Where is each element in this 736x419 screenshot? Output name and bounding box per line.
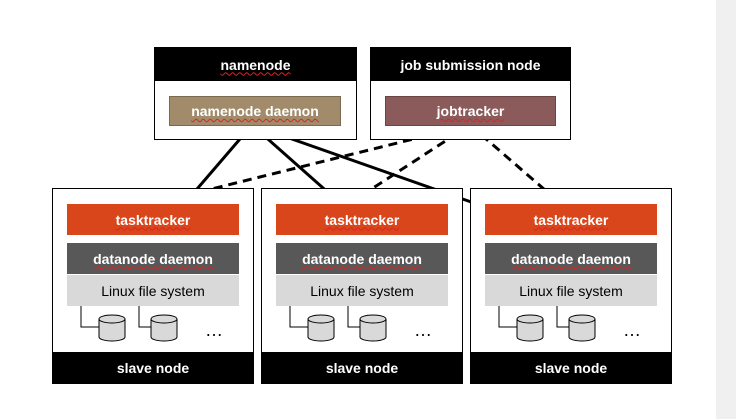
slave-node-3-footer: slave node: [471, 352, 671, 383]
disk-group-2: [289, 306, 387, 342]
ellipsis-1: …: [205, 320, 224, 340]
tasktracker-3-label: tasktracker: [533, 211, 609, 228]
namenode-daemon-label: namenode daemon: [191, 103, 319, 119]
linux-fs-1-label: Linux file system: [101, 282, 205, 299]
datanode-daemon-3: datanode daemon: [485, 243, 657, 274]
tasktracker-1-label: tasktracker: [115, 211, 191, 228]
datanode-daemon-2: datanode daemon: [276, 243, 448, 274]
namenode-daemon: namenode daemon: [169, 96, 341, 126]
tasktracker-3: tasktracker: [485, 204, 657, 235]
tasktracker-2-label: tasktracker: [324, 211, 400, 228]
slave-node-1: tasktracker datanode daemon Linux file s…: [52, 188, 254, 384]
disk-icon: [98, 314, 126, 342]
linux-fs-2-label: Linux file system: [310, 282, 414, 299]
job-submission-node-title: job submission node: [400, 56, 541, 73]
datanode-daemon-1: datanode daemon: [67, 243, 239, 274]
job-submission-node-box: job submission node jobtracker: [370, 47, 571, 140]
tasktracker-2: tasktracker: [276, 204, 448, 235]
slave-node-3: tasktracker datanode daemon Linux file s…: [470, 188, 672, 384]
disk-icon: [307, 314, 335, 342]
slave-node-2: tasktracker datanode daemon Linux file s…: [261, 188, 463, 384]
datanode-daemon-3-label: datanode daemon: [511, 250, 631, 267]
datanode-daemon-2-label: datanode daemon: [302, 250, 422, 267]
namenode-title: namenode: [220, 56, 291, 73]
ellipsis-3: …: [623, 320, 642, 340]
slave-node-2-label: slave node: [325, 359, 399, 376]
linux-fs-1: Linux file system: [67, 275, 239, 306]
disk-icon: [150, 314, 178, 342]
disk-icon: [516, 314, 544, 342]
slave-node-3-label: slave node: [534, 359, 608, 376]
linux-fs-3: Linux file system: [485, 275, 657, 306]
slave-node-2-footer: slave node: [262, 352, 462, 383]
linux-fs-3-label: Linux file system: [519, 282, 623, 299]
tasktracker-1: tasktracker: [67, 204, 239, 235]
disk-group-1: [80, 306, 178, 342]
jobtracker: jobtracker: [385, 96, 556, 126]
jobtracker-label: jobtracker: [436, 103, 505, 119]
disk-icon: [568, 314, 596, 342]
ellipsis-2: …: [414, 320, 433, 340]
datanode-daemon-1-label: datanode daemon: [93, 250, 213, 267]
linux-fs-2: Linux file system: [276, 275, 448, 306]
page-edge-strip: [716, 0, 736, 419]
namenode-box: namenode namenode daemon: [154, 47, 357, 140]
job-submission-node-header: job submission node: [371, 48, 570, 81]
slave-node-1-footer: slave node: [53, 352, 253, 383]
disk-icon: [359, 314, 387, 342]
slave-node-1-label: slave node: [116, 359, 190, 376]
namenode-header: namenode: [155, 48, 356, 81]
disk-group-3: [498, 306, 596, 342]
